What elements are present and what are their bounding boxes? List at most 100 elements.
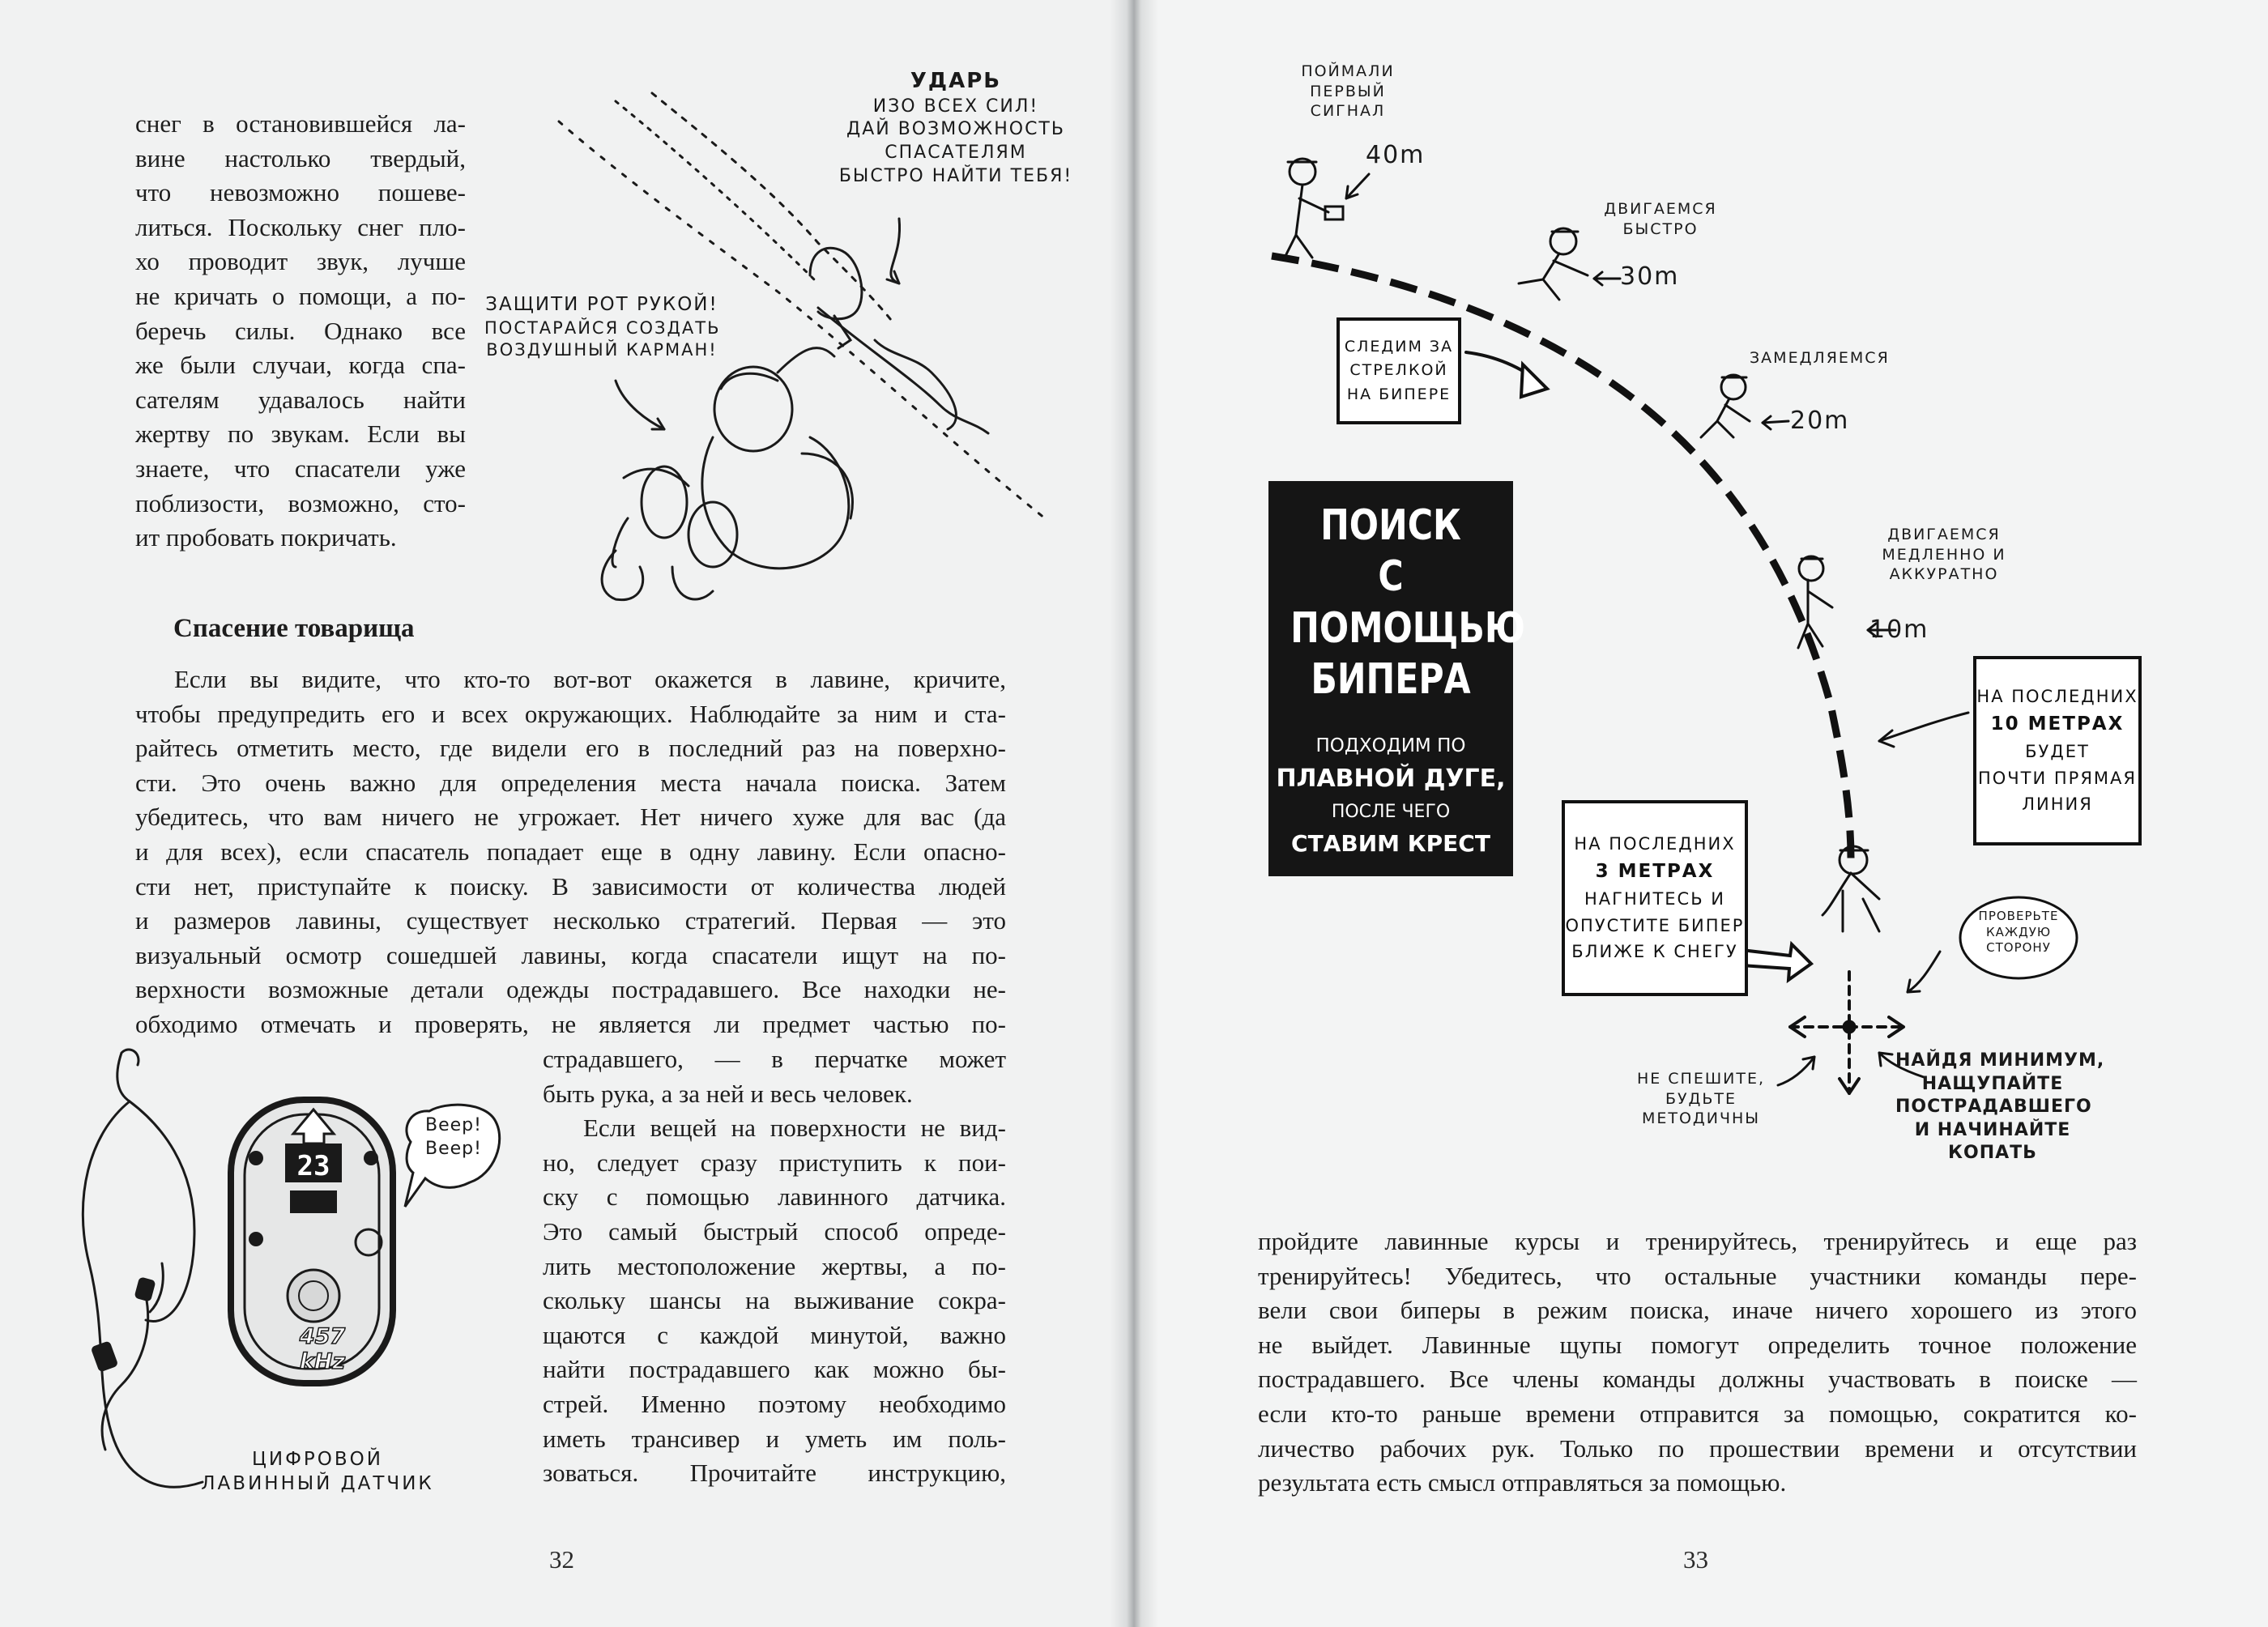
text-line: лить местоположение жертвы, а по- xyxy=(543,1251,1006,1280)
box-line: стрелкой xyxy=(1349,361,1448,380)
text-line: и для всех), если спасатель попадает еще… xyxy=(135,837,1006,866)
box-line: ближе к снегу xyxy=(1571,942,1738,962)
careful-label: Двигаемся медленно и аккуратно xyxy=(1871,525,2017,585)
body-text: Если вы видите, что кто-то вот-вот окаже… xyxy=(135,662,1006,1042)
label-line: копать xyxy=(1948,1143,2037,1164)
title-line: с помощью xyxy=(1290,552,1525,653)
follow-arrow-box: Следим за стрелкой на бипере xyxy=(1336,317,1461,424)
beacon-arrow-indicator xyxy=(285,1144,342,1182)
label-line: Поймали xyxy=(1301,62,1395,80)
box-line: почти прямая xyxy=(1977,768,2138,788)
callout-line: быстро найти тебя! xyxy=(838,165,1073,186)
label-line: Двигаемся xyxy=(1604,200,1717,218)
distance-30m: 30m xyxy=(1620,262,1680,291)
text-line: и размеров лавины, существует несколько … xyxy=(135,906,1006,935)
text-line: результата есть смысл отправляться за по… xyxy=(1258,1468,1787,1497)
text-line: что невозможно пошеве- xyxy=(135,178,466,207)
beacon-button xyxy=(286,1268,341,1323)
text-line: чтобы предупредить его и всех окружающих… xyxy=(135,699,1006,728)
box-line: линия xyxy=(2022,794,2093,815)
callout-line: воздушный карман! xyxy=(486,340,718,360)
bubble-line: каждую xyxy=(1985,924,2052,939)
text-line: иметь трансивер и уметь им поль- xyxy=(543,1424,1006,1453)
callout-line: спасателям xyxy=(885,142,1027,163)
subtitle-line: ставим крест xyxy=(1291,829,1490,857)
text-line: страдавшего, — в перчатке может xyxy=(543,1045,1006,1073)
text-line: убедитесь, что вам ничего не угрожает. Н… xyxy=(135,803,1006,832)
page-number: 33 xyxy=(1683,1545,1708,1574)
box-line: На последних xyxy=(1976,687,2138,707)
beacon-display: 23 xyxy=(296,1150,330,1182)
label-line: первый xyxy=(1310,82,1386,100)
text-line: не выйдет. Лавинные щупы помогут определ… xyxy=(1258,1330,2137,1359)
text-line: вине настолько твердый, xyxy=(135,143,466,172)
callout-head: Ударь xyxy=(910,69,1002,93)
box-line: на бипере xyxy=(1346,385,1452,403)
text-line: пройдите лавинные курсы и тренируйтесь, … xyxy=(1258,1227,2137,1255)
box-line: На последних xyxy=(1574,834,1736,854)
text-line: личество рабочих рук. Только по прошеств… xyxy=(1258,1433,2137,1463)
label-line: аккуратно xyxy=(1889,565,1999,584)
text-line: тренируйтесь! Убедитесь, что остальные у… xyxy=(1258,1261,2137,1290)
beep-line: Beep! xyxy=(425,1138,482,1159)
text-line: Если вещей на поверхности не вид- xyxy=(583,1114,1006,1143)
text-line: пострадавшего. Все члены команды должны … xyxy=(1258,1365,2137,1394)
text-line: ску с помощью лавинного датчика. xyxy=(543,1182,1006,1212)
label-line: Двигаемся xyxy=(1887,526,2001,543)
label-line: медленно и xyxy=(1882,545,2006,564)
subtitle-line: плавной дуге, xyxy=(1276,765,1506,794)
buried-person-illustration xyxy=(557,92,1047,602)
text-line: Если вы видите, что кто-то вот-вот окаже… xyxy=(174,665,1006,693)
label-line: методичны xyxy=(1641,1110,1761,1128)
fast-label: Двигаемся быстро xyxy=(1588,199,1733,239)
column-text: страдавшего, — в перчатке может быть рук… xyxy=(543,1042,1006,1491)
beacon-frequency: 457 kHz xyxy=(299,1323,346,1375)
text-line: верхности возможные детали одежды постра… xyxy=(135,975,1006,1004)
text-line: литься. Поскольку снег пло- xyxy=(135,212,466,241)
text-line: сти нет, приступайте к поиску. В зависим… xyxy=(135,871,1006,901)
text-line: беречь силы. Однако все xyxy=(135,316,466,345)
distance-10m: 10m xyxy=(1869,615,1929,644)
title-line: Поиск xyxy=(1320,501,1461,550)
text-line: найти пострадавшего как можно бы- xyxy=(543,1355,1006,1384)
text-line: визуальный осмотр сошедшей лавины, когда… xyxy=(135,940,1006,969)
text-line: вели свои биперы в режим поиска, иначе н… xyxy=(1258,1296,2137,1325)
beacon-device-illustration xyxy=(81,1048,501,1489)
device-caption: Цифровой лавинный датчик xyxy=(180,1448,455,1497)
text-line: сателям удавалось найти xyxy=(135,385,466,414)
beeper-search-title-box: Поиск с помощью бипера подходим по плавн… xyxy=(1268,481,1525,876)
dont-hurry-label: Не спешите, будьте методичны xyxy=(1628,1069,1774,1129)
last-3-meters-box: На последних 3 метрах нагнитесь и опусти… xyxy=(1562,800,1748,996)
beep-bubble xyxy=(403,1103,501,1207)
text-line: если кто-то раньше времени отправится за… xyxy=(1258,1399,2137,1428)
text-line: стрей. Именно поэтому необходимо xyxy=(543,1389,1006,1418)
label-line: быстро xyxy=(1622,219,1699,238)
label-line: будьте xyxy=(1665,1089,1737,1108)
title-line: бипера xyxy=(1311,655,1471,705)
label-line: Найдя минимум, xyxy=(1895,1050,2105,1071)
beacon-body xyxy=(228,1097,396,1386)
beep-line: Beep! xyxy=(425,1115,482,1135)
box-line: будет xyxy=(2025,742,2090,762)
label-line: Не спешите, xyxy=(1636,1070,1766,1088)
text-line: же были случаи, когда спа- xyxy=(135,351,466,380)
box-line: 10 метрах xyxy=(1990,713,2125,735)
box-line: опустите бипер xyxy=(1565,915,1745,935)
caption-line: лавинный датчик xyxy=(201,1472,434,1494)
speaker-icon xyxy=(354,1228,383,1257)
box-line: 3 метрах xyxy=(1595,860,1715,882)
check-each-side-bubble: Проверьте каждую сторону xyxy=(1970,909,2067,956)
text-line: обходимо отмечать и проверять, не являет… xyxy=(135,1009,1006,1038)
text-line: скольку шансы на выживание сокра- xyxy=(543,1286,1006,1315)
text-line: снег в остановившейся ла- xyxy=(135,109,466,138)
find-minimum-label: Найдя минимум, нащупайте пострадавшего и… xyxy=(1895,1050,2105,1165)
callout-line: Защити рот рукой! xyxy=(485,294,718,315)
text-line: но, следует сразу приступить к пои- xyxy=(543,1148,1006,1177)
text-line: поблизости, возможно, сто- xyxy=(135,488,466,517)
label-line: нащупайте xyxy=(1921,1073,2064,1094)
box-line: Следим за xyxy=(1344,337,1454,356)
text-line: хо проводит звук, лучше xyxy=(135,247,466,276)
mouth-callout: Защити рот рукой! Постарайся создать воз… xyxy=(484,293,719,361)
beep-text: Beep! Beep! xyxy=(415,1114,492,1161)
intro-text: снег в остановившейся ла- вине настолько… xyxy=(135,107,466,556)
